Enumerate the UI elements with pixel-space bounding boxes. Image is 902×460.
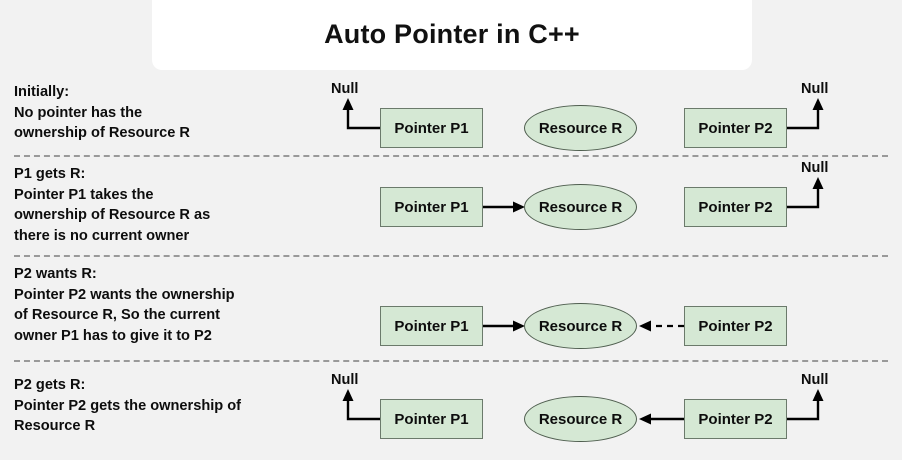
pointer-p1-box[interactable]: Pointer P1: [380, 399, 483, 439]
null-label-p1: Null: [331, 372, 359, 388]
resource-r-ellipse[interactable]: Resource R: [524, 396, 637, 442]
step-description-initially: Initially: No pointer has the ownership …: [14, 84, 190, 141]
null-label-p2: Null: [801, 160, 829, 176]
resource-r-ellipse[interactable]: Resource R: [524, 105, 637, 151]
step-description-p2-gets-r: P2 gets R: Pointer P2 gets the ownership…: [14, 377, 242, 434]
p1-null-connector: [342, 98, 384, 130]
pointer-p1-box[interactable]: Pointer P1: [380, 306, 483, 346]
p2-null-connector: [787, 389, 824, 421]
p2-null-connector: [787, 177, 824, 209]
null-label-p2: Null: [801, 372, 829, 388]
step-description-p2-wants-r: P2 wants R: Pointer P2 wants the ownersh…: [14, 266, 235, 344]
pointer-p2-box[interactable]: Pointer P2: [684, 187, 787, 227]
page-title: Auto Pointer in C++: [324, 18, 580, 49]
row-separator-2: [14, 255, 888, 257]
pointer-p1-box[interactable]: Pointer P1: [380, 108, 483, 148]
p2-to-resource-dashed-arrow: [639, 320, 684, 332]
pointer-p1-box[interactable]: Pointer P1: [380, 187, 483, 227]
pointer-p2-box[interactable]: Pointer P2: [684, 399, 787, 439]
row-separator-3: [14, 360, 888, 362]
pointer-p2-box[interactable]: Pointer P2: [684, 306, 787, 346]
null-label-p1: Null: [331, 81, 359, 97]
resource-r-ellipse[interactable]: Resource R: [524, 184, 637, 230]
row-separator-1: [14, 155, 888, 157]
p1-to-resource-arrow: [483, 320, 525, 332]
resource-r-ellipse[interactable]: Resource R: [524, 303, 637, 349]
step-description-p1-gets-r: P1 gets R: Pointer P1 takes the ownershi…: [14, 166, 211, 244]
pointer-p2-box[interactable]: Pointer P2: [684, 108, 787, 148]
p2-null-connector: [787, 98, 824, 130]
p1-to-resource-arrow: [483, 201, 525, 213]
p2-to-resource-arrow: [639, 413, 684, 425]
null-label-p2: Null: [801, 81, 829, 97]
p1-null-connector: [342, 389, 384, 421]
title-banner: Auto Pointer in C++: [152, 0, 752, 70]
